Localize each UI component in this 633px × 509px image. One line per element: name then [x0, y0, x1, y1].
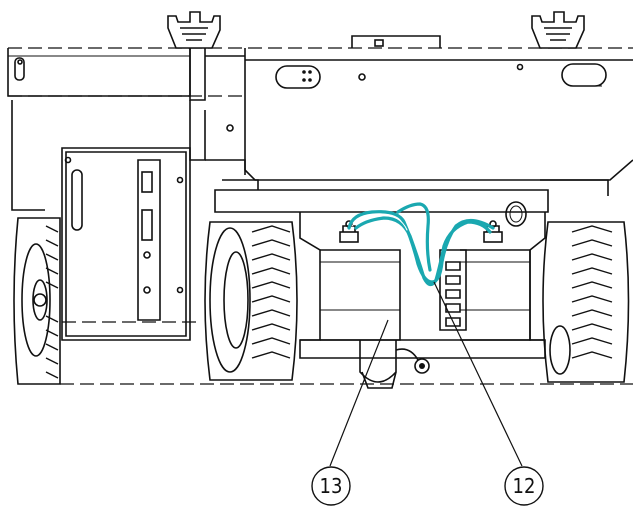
axle-top-beam	[214, 189, 549, 213]
callout-12-label: 12	[513, 474, 536, 498]
left-inner-wheel	[204, 221, 298, 381]
left-body-right-edge	[189, 100, 206, 161]
slot-dot-4	[308, 78, 312, 82]
left-outer-wheel	[13, 217, 61, 385]
rail-hole-1	[143, 251, 151, 259]
plate-slot-left	[275, 65, 321, 89]
cable-inner	[354, 216, 492, 287]
top-bracket-tab	[374, 39, 384, 47]
top-clamp-right	[531, 11, 585, 49]
side-panel-inner	[65, 151, 187, 337]
axle-bottom-beam	[299, 339, 546, 359]
chassis-frame	[7, 35, 633, 181]
slot-dot-3	[302, 78, 306, 82]
callout-13: 13	[311, 466, 351, 506]
slot-dot-2	[308, 70, 312, 74]
plate-hole-left	[358, 73, 366, 81]
pivot-bolt-center	[419, 363, 425, 369]
side-panel-rail	[137, 159, 161, 321]
body-hole	[226, 124, 234, 132]
axle-left-housing	[299, 212, 321, 341]
panel-hole-3	[64, 156, 72, 164]
pivot-base	[361, 371, 397, 389]
body-step	[205, 159, 246, 175]
plate-hole-right	[516, 63, 524, 71]
left-body-outer	[11, 100, 45, 211]
plate-slot-right	[561, 63, 607, 87]
rail-clip-1	[141, 171, 153, 193]
axle-right-mount	[540, 179, 609, 196]
lifting-ring-inner	[509, 205, 523, 223]
center-fin-block	[439, 249, 467, 331]
pivot-bolt	[414, 358, 430, 374]
callout-12-circle	[504, 466, 544, 506]
right-wheel	[542, 221, 630, 383]
callout-13-label: 13	[320, 474, 343, 498]
axle-left-mount	[222, 179, 259, 190]
panel-hole-2	[176, 286, 184, 294]
lifting-ring	[505, 201, 527, 227]
left-drum	[320, 249, 401, 341]
leader-12	[433, 281, 523, 467]
callout-12: 12	[504, 466, 544, 506]
rail-clip-2	[141, 209, 153, 241]
slot-dot-1	[302, 70, 306, 74]
right-drum	[460, 249, 531, 341]
pivot-arm	[395, 348, 419, 361]
right-terminal	[483, 220, 503, 243]
axle-assembly	[60, 179, 633, 389]
center-fins	[445, 261, 461, 327]
cable-loop	[396, 202, 432, 272]
top-bracket	[351, 35, 441, 48]
callout-13-circle	[311, 466, 351, 506]
left-slot	[14, 57, 25, 81]
left-body	[11, 100, 246, 341]
right-main-plate	[244, 48, 633, 181]
panel-hole-1	[176, 176, 184, 184]
top-clamp-left	[167, 11, 221, 49]
left-slot-hole	[17, 59, 23, 65]
center-post	[189, 48, 206, 101]
left-top-plate	[7, 48, 191, 97]
leader-13	[329, 319, 389, 467]
rail-hole-2	[143, 286, 151, 294]
battery-cable	[347, 202, 495, 287]
side-panel-slot	[71, 169, 83, 231]
cable-highlight	[351, 213, 408, 231]
side-panel	[61, 147, 191, 341]
